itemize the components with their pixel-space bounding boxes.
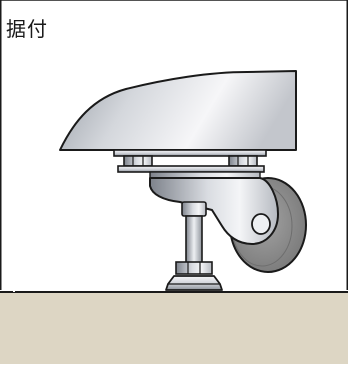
caster-top-plate (117, 165, 265, 173)
leveler-shaft (185, 215, 203, 265)
right-nut (228, 155, 258, 167)
caster-fork (149, 177, 279, 245)
left-nut (123, 155, 153, 167)
wheel-axle (251, 213, 271, 235)
installation-label: 据付 (6, 17, 48, 41)
leveler-foot (165, 275, 223, 291)
mounting-plate (113, 149, 267, 157)
leveler-lock-nut (175, 261, 213, 275)
equipment-body (59, 70, 297, 151)
floor (0, 262, 348, 364)
leveler-collar (181, 201, 207, 217)
frame (0, 0, 348, 290)
